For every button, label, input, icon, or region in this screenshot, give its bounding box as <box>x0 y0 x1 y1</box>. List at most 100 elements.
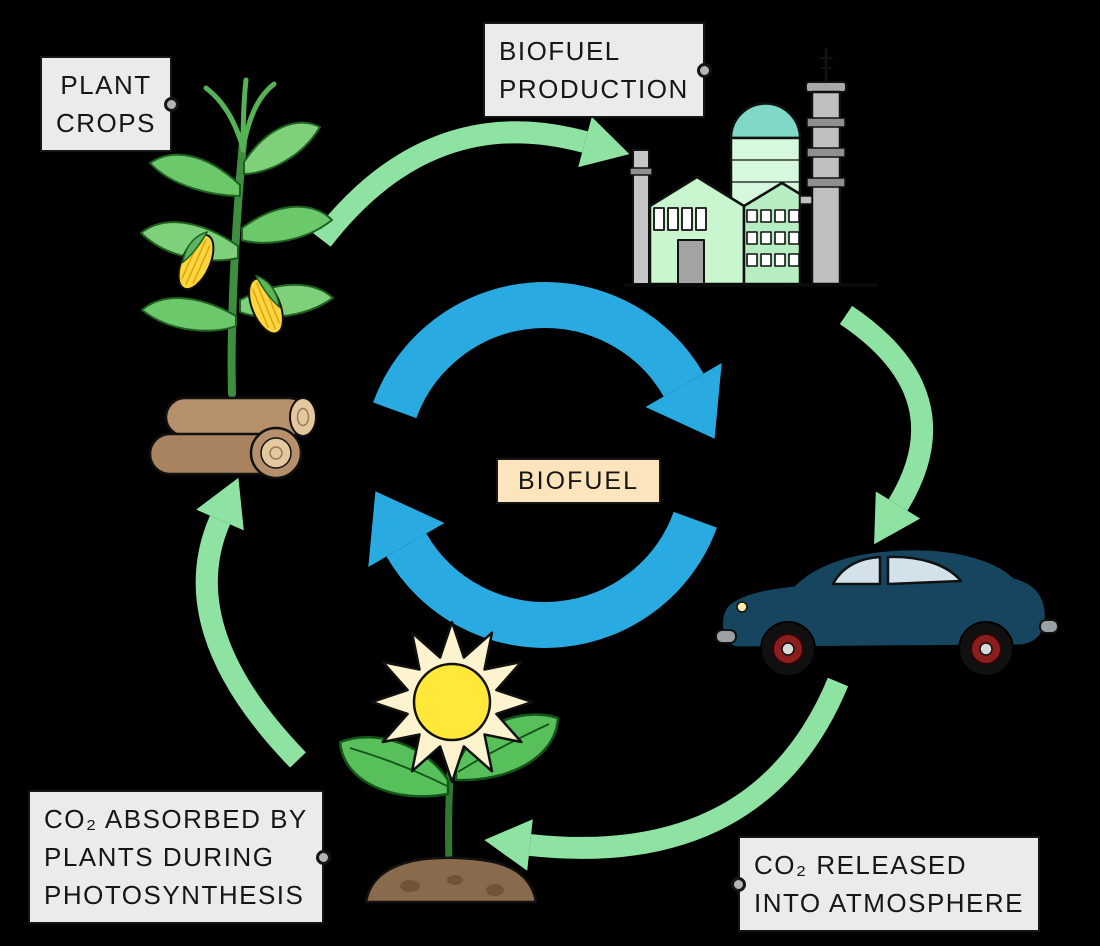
car-hub-center <box>979 642 993 656</box>
arrow-head <box>484 819 533 871</box>
cob-kernel-line <box>185 238 207 286</box>
log-ring <box>269 446 283 460</box>
label-line: PLANT <box>60 70 152 100</box>
factory-window <box>746 231 758 245</box>
tag-pin-icon <box>696 63 712 78</box>
factory-window <box>774 231 786 245</box>
log-ring <box>296 407 310 427</box>
factory-icon <box>624 48 878 287</box>
factory-ground <box>624 283 878 287</box>
green-arrow-factory-to-car <box>839 305 934 545</box>
soil-clump <box>486 884 504 896</box>
cob-kernel-line <box>255 282 277 330</box>
factory-window <box>681 207 693 231</box>
label-plant-crops: PLANT CROPS <box>40 56 179 152</box>
tower-cap <box>805 81 847 93</box>
corn-leaf <box>141 296 237 332</box>
green-arrow-car-to-plant <box>484 677 849 871</box>
log-end <box>289 397 317 437</box>
label-line: CO₂ RELEASED <box>754 850 968 880</box>
factory-window <box>760 253 772 267</box>
chimney-band <box>629 167 653 176</box>
tag-pin-icon <box>163 97 179 112</box>
label-line: BIOFUEL <box>499 36 621 66</box>
car-bumper-front <box>715 629 737 644</box>
factory-window <box>746 253 758 267</box>
factory-window <box>774 209 786 223</box>
car-window-rear <box>886 555 963 586</box>
corn-stem <box>227 138 247 398</box>
cycle-arc-top <box>373 282 704 419</box>
cycle-arc-bottom <box>386 511 717 648</box>
log-end <box>260 437 292 469</box>
factory-window <box>760 231 772 245</box>
tank-dome <box>729 102 802 140</box>
tag-pin-icon <box>731 877 746 892</box>
label-co2-absorbed: CO₂ ABSORBED BY PLANTS DURING PHOTOSYNTH… <box>28 790 331 924</box>
factory-window <box>695 207 707 231</box>
tower-band <box>806 177 846 188</box>
corn-leaf <box>241 205 333 244</box>
soil-clump <box>400 880 420 892</box>
tower-band <box>806 117 846 128</box>
car-headlight <box>736 601 748 613</box>
factory-window <box>667 207 679 231</box>
label-line: PRODUCTION <box>499 74 689 104</box>
tower-band <box>806 147 846 158</box>
wood-logs-icon <box>148 396 317 480</box>
factory-window <box>653 207 665 231</box>
soil-clump <box>447 875 463 885</box>
sun-center <box>412 662 492 742</box>
green-arrow-crops-to-factory <box>313 116 630 247</box>
car-window-front <box>831 555 882 586</box>
arrow-shaft <box>313 121 588 247</box>
cycle-arrowhead-top <box>645 363 722 439</box>
label-line: BIOFUEL <box>518 467 639 495</box>
arrow-shaft <box>839 305 934 511</box>
corn-top-blade <box>203 85 246 151</box>
leaf-vein <box>457 723 550 773</box>
arrow-head <box>196 477 244 531</box>
factory-window <box>788 253 800 267</box>
car-icon <box>715 547 1059 677</box>
cycle-arrowhead-bottom <box>368 491 445 567</box>
label-line: INTO ATMOSPHERE <box>754 888 1025 918</box>
leaf-vein <box>349 747 448 787</box>
factory-window <box>788 231 800 245</box>
factory-window <box>760 209 772 223</box>
arrow-shaft <box>195 515 306 768</box>
cob-husk <box>181 231 208 264</box>
corn-top-blade <box>240 77 249 153</box>
cob-kernel-line <box>251 288 269 328</box>
corn-cob <box>177 231 215 291</box>
car-body <box>719 547 1048 650</box>
factory-door <box>677 239 705 285</box>
label-biofuel: BIOFUEL <box>496 458 661 504</box>
label-co2-released: CO₂ RELEASED INTO ATMOSPHERE <box>731 836 1041 932</box>
tag-pin-icon <box>315 850 331 865</box>
connecting-pipe <box>799 195 813 205</box>
cycle-arrows-icon <box>368 282 722 648</box>
green-arrow-plant-to-crops <box>195 477 306 768</box>
corn-cob <box>248 274 284 335</box>
seedling-icon <box>338 620 560 904</box>
cob-kernel-line <box>192 244 211 284</box>
arrow-head <box>578 116 630 168</box>
arrow-shaft <box>528 677 849 859</box>
car-bumper-rear <box>1039 619 1059 634</box>
label-biofuel-production: BIOFUEL PRODUCTION <box>483 22 712 118</box>
corn-plant-icon <box>140 77 334 398</box>
label-line: PLANTS DURING <box>44 842 275 872</box>
label-line: PHOTOSYNTHESIS <box>44 880 305 910</box>
label-line: CO₂ ABSORBED BY <box>44 804 308 834</box>
arrow-head <box>874 491 921 545</box>
cob-husk <box>255 274 281 308</box>
factory-window <box>788 209 800 223</box>
factory-window <box>746 209 758 223</box>
corn-leaf <box>149 153 241 197</box>
car-hub-center <box>781 642 795 656</box>
label-line: CROPS <box>56 108 156 138</box>
factory-window <box>774 253 786 267</box>
